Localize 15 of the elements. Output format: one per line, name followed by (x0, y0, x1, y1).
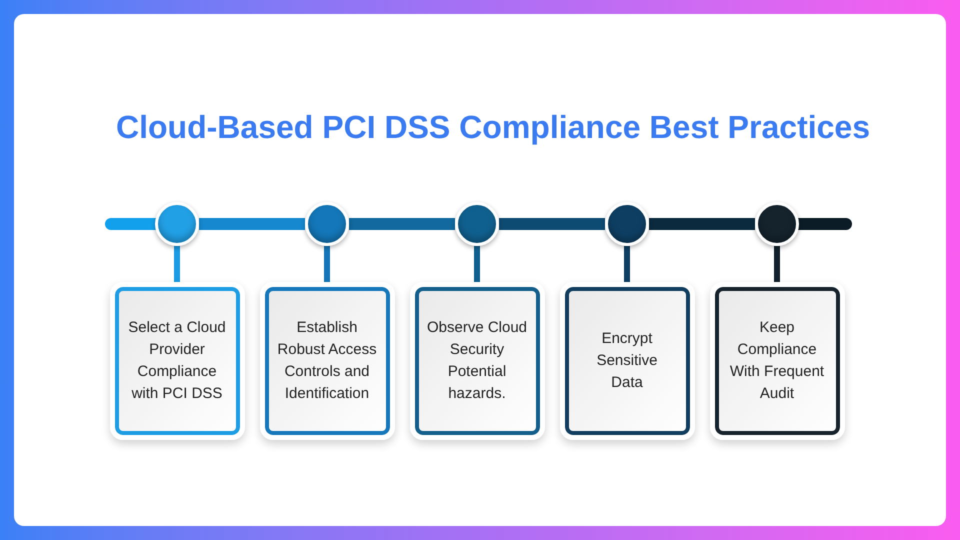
connector-stem (324, 246, 330, 282)
connector-stem (774, 246, 780, 282)
step-text: Keep Compliance With Frequent Audit (728, 318, 826, 404)
connector-stem (174, 246, 180, 282)
connector-stem (474, 246, 480, 282)
step-text: Select a Cloud Provider Compliance with PCI DSS (127, 318, 227, 404)
timeline-bar-segment (199, 218, 305, 230)
connector-stem (624, 246, 630, 282)
step-text: Encrypt Sensitive Data (596, 329, 658, 393)
step-text: Establish Robust Access Controls and Identification (276, 318, 378, 404)
timeline-bar-segment (499, 218, 605, 230)
title: Cloud-Based PCI DSS Compliance Best Practices (115, 108, 871, 147)
step-text: Observe Cloud Security Potential hazards. (426, 318, 528, 404)
timeline-bar-segment (649, 218, 755, 230)
timeline-bar-segment (349, 218, 455, 230)
